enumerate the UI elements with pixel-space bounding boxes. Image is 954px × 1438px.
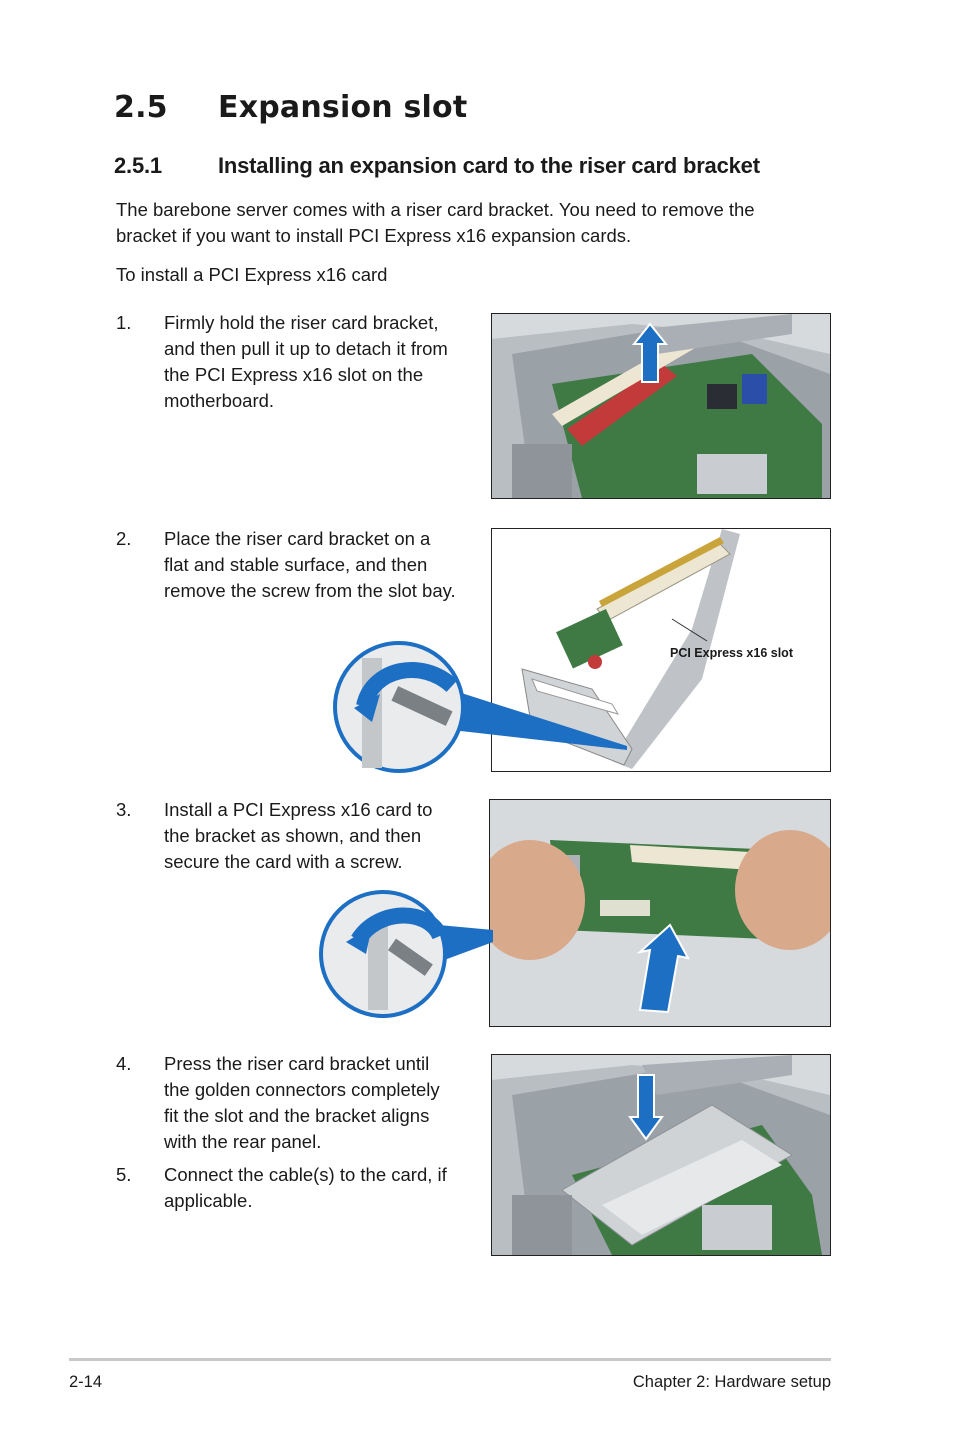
step-text: Place the riser card bracket on a flat a… xyxy=(164,526,456,604)
step-line: the PCI Express x16 slot on the xyxy=(164,364,424,385)
intro-paragraph: The barebone server comes with a riser c… xyxy=(116,197,836,249)
subsection-title: Installing an expansion card to the rise… xyxy=(218,153,760,178)
step-line: secure the card with a screw. xyxy=(164,851,403,872)
photo-install-card xyxy=(489,799,831,1027)
step-number: 2. xyxy=(116,528,132,549)
zoom-callout-card-graphic xyxy=(319,890,493,1018)
zoom-callout-graphic xyxy=(333,641,627,773)
photo-riser-bracket-graphic xyxy=(492,529,830,771)
zoom-callout-screw xyxy=(332,638,632,778)
step-text: Press the riser card bracket until the g… xyxy=(164,1051,440,1155)
step-text: Firmly hold the riser card bracket, and … xyxy=(164,310,448,414)
intro-line: The barebone server comes with a riser c… xyxy=(116,199,755,220)
section-title: Expansion slot xyxy=(218,90,468,125)
step-text: Install a PCI Express x16 card to the br… xyxy=(164,797,432,875)
photo-remove-riser-bracket xyxy=(491,313,831,499)
step-line: the bracket as shown, and then xyxy=(164,825,422,846)
step-line: flat and stable surface, and then xyxy=(164,554,428,575)
figure-label-pci-slot: PCI Express x16 slot xyxy=(670,646,793,660)
step-line: Connect the cable(s) to the card, if xyxy=(164,1164,447,1185)
subsection-heading: 2.5.1 Installing an expansion card to the… xyxy=(114,153,760,179)
step-number: 5. xyxy=(116,1164,132,1185)
step-line: Place the riser card bracket on a xyxy=(164,528,431,549)
footer-divider xyxy=(69,1358,831,1361)
step-line: Firmly hold the riser card bracket, xyxy=(164,312,439,333)
photo-press-bracket xyxy=(491,1054,831,1256)
photo-riser-bracket-screw xyxy=(491,528,831,772)
section-number: 2.5 xyxy=(114,90,168,125)
step-line: with the rear panel. xyxy=(164,1131,322,1152)
intro-line: bracket if you want to install PCI Expre… xyxy=(116,225,632,246)
step-line: and then pull it up to detach it from xyxy=(164,338,448,359)
step-number: 4. xyxy=(116,1053,132,1074)
photo-remove-riser-bracket-graphic xyxy=(492,314,830,498)
step-number: 3. xyxy=(116,799,132,820)
photo-press-bracket-graphic xyxy=(492,1055,830,1255)
lead-text: To install a PCI Express x16 card xyxy=(116,264,388,285)
photo-install-card-graphic xyxy=(490,800,830,1026)
step-line: remove the screw from the slot bay. xyxy=(164,580,456,601)
step-text: Connect the cable(s) to the card, if app… xyxy=(164,1162,447,1214)
zoom-callout-card-screw xyxy=(318,890,493,1020)
footer-chapter: Chapter 2: Hardware setup xyxy=(632,1373,831,1391)
step-line: Install a PCI Express x16 card to xyxy=(164,799,433,820)
step-line: fit the slot and the bracket aligns xyxy=(164,1105,430,1126)
footer-page-number: 2-14 xyxy=(69,1373,103,1391)
section-heading: 2.5 Expansion slot xyxy=(114,90,467,125)
step-number: 1. xyxy=(116,312,132,333)
step-line: applicable. xyxy=(164,1190,253,1211)
step-line: the golden connectors completely xyxy=(164,1079,440,1100)
subsection-number: 2.5.1 xyxy=(114,153,162,178)
step-line: motherboard. xyxy=(164,390,275,411)
step-line: Press the riser card bracket until xyxy=(164,1053,430,1074)
